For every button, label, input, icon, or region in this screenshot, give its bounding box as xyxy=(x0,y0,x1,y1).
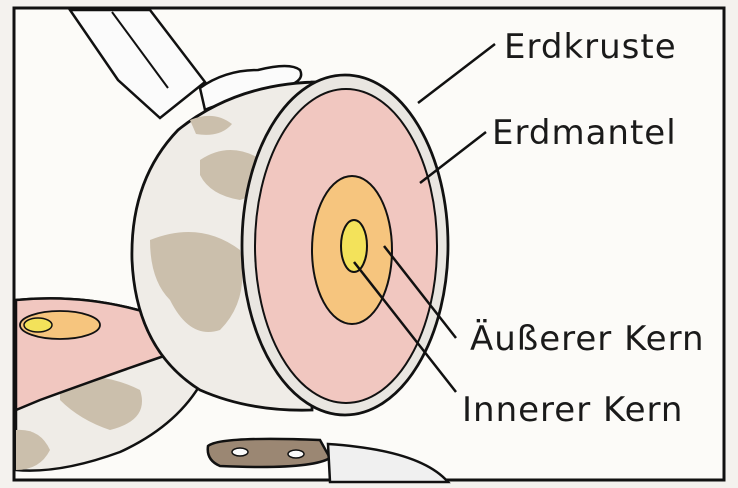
mantle-label: Erdmantel xyxy=(492,113,677,153)
crust-label: Erdkruste xyxy=(504,27,677,67)
inner-core-label: Innerer Kern xyxy=(462,390,683,430)
inner-core-layer xyxy=(341,220,367,272)
outer-core-label: Äußerer Kern xyxy=(470,319,705,359)
